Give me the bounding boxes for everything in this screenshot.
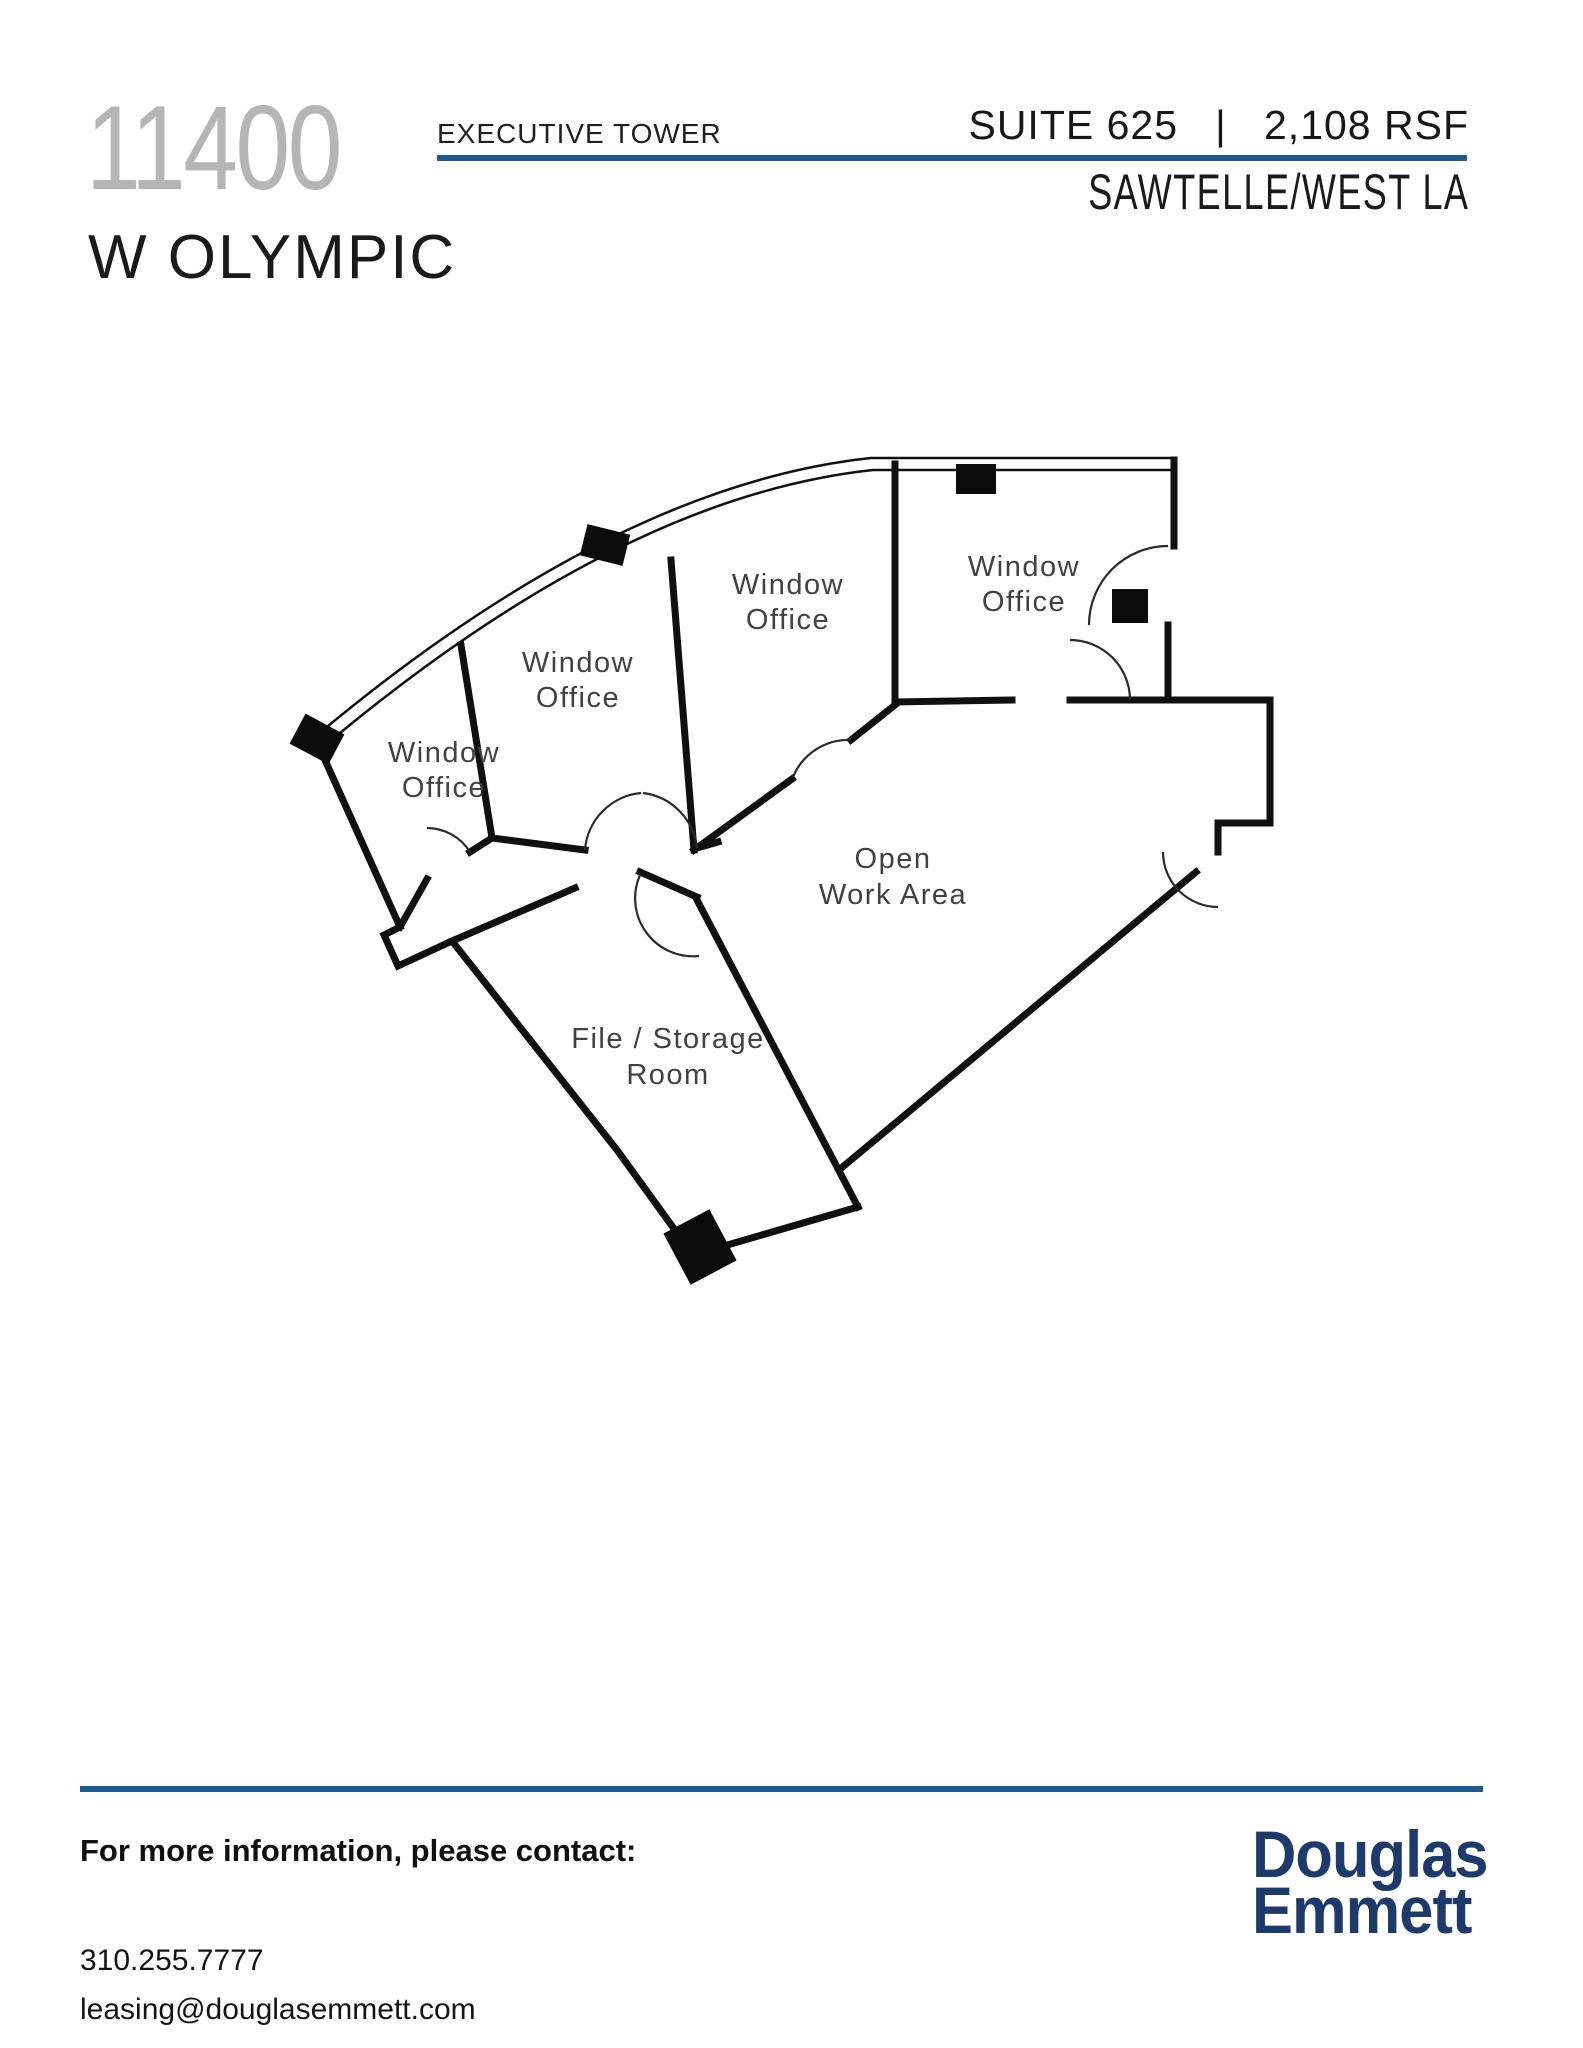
column-file-room-tip bbox=[663, 1209, 737, 1285]
perimeter-wall-entry bbox=[1164, 621, 1274, 856]
door-arc-office3 bbox=[791, 738, 852, 778]
header-divider-line bbox=[437, 155, 1467, 161]
perimeter-wall-diagonal bbox=[834, 867, 1201, 1175]
door-arc-vestibule bbox=[1069, 638, 1132, 701]
room-label-window-office-1-line1: Window bbox=[388, 737, 500, 769]
room-label-file-storage-line2: Room bbox=[626, 1059, 709, 1091]
footer-divider-line bbox=[80, 1786, 1483, 1792]
submarket-label: SAWTELLE/WEST LA bbox=[1087, 164, 1469, 220]
building-name: EXECUTIVE TOWER bbox=[437, 118, 722, 149]
suite-info: SUITE 625 | 2,108 RSF bbox=[968, 102, 1469, 148]
floor-plan-drawing: Window Office Window Office Window Offic… bbox=[289, 456, 1274, 1285]
office4-front-wall bbox=[891, 696, 1172, 706]
contact-heading: For more information, please contact: bbox=[80, 1833, 637, 1868]
column-curve-mid bbox=[579, 524, 631, 566]
logo-line-2: Emmett bbox=[1252, 1873, 1472, 1948]
door-arc-suite-entry bbox=[1087, 544, 1169, 626]
column-corner-left bbox=[289, 713, 345, 765]
room-label-window-office-4-line2: Office bbox=[982, 586, 1066, 618]
door-arc-open-area bbox=[1161, 851, 1219, 909]
contact-email: leasing@douglasemmett.com bbox=[80, 1993, 476, 2026]
column-entry bbox=[1112, 589, 1148, 623]
corridor-wall bbox=[488, 834, 723, 854]
room-label-window-office-4-line1: Window bbox=[968, 551, 1080, 583]
door-arc-office3-corridor bbox=[642, 791, 699, 849]
room-label-file-storage-line1: File / Storage bbox=[571, 1023, 764, 1055]
street-name: W OLYMPIC bbox=[88, 223, 457, 292]
office3-front-wall bbox=[689, 700, 900, 855]
room-label-window-office-3-line2: Office bbox=[746, 604, 830, 636]
partition-office2-office3 bbox=[667, 556, 698, 854]
office1-front-wall bbox=[395, 833, 497, 932]
file-room-right-wall bbox=[692, 895, 863, 1212]
column-top-right bbox=[956, 464, 996, 494]
building-number: 11400 bbox=[86, 81, 342, 215]
room-label-open-work-area-line1: Open bbox=[855, 843, 932, 875]
room-label-window-office-3-line1: Window bbox=[732, 569, 844, 601]
partition-office1-office2 bbox=[456, 640, 497, 843]
contact-phone: 310.255.7777 bbox=[80, 1944, 264, 1977]
door-arc-office1 bbox=[426, 826, 471, 853]
room-label-window-office-2-line2: Office bbox=[536, 682, 620, 714]
logo-line-1: Douglas bbox=[1252, 1817, 1489, 1891]
room-label-open-work-area-line2: Work Area bbox=[819, 879, 967, 911]
room-label-window-office-1-line2: Office bbox=[402, 772, 486, 804]
perimeter-wall-left bbox=[311, 735, 698, 1260]
floor-plan: Window Office Window Office Window Offic… bbox=[240, 340, 1300, 1300]
file-room-top-wall bbox=[447, 867, 702, 946]
door-arc-office2 bbox=[583, 791, 642, 851]
room-label-window-office-2-line1: Window bbox=[522, 647, 634, 679]
door-arc-file-room bbox=[634, 874, 700, 958]
douglas-emmett-logo: Douglas Emmett bbox=[1252, 1817, 1489, 1948]
